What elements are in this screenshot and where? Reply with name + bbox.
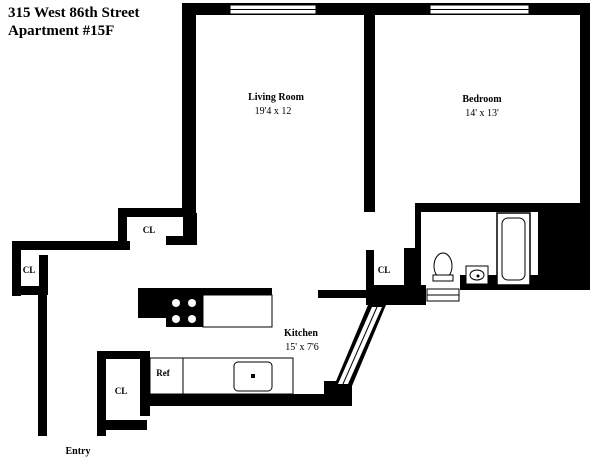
bedroom-dims: 14' x 13' — [465, 108, 499, 119]
address-title: 315 West 86th Street — [8, 5, 140, 21]
wall-living-left — [182, 3, 196, 213]
walls — [12, 3, 590, 436]
apartment-number: Apartment #15F — [8, 23, 114, 39]
kitchen-label: Kitchen — [284, 328, 318, 339]
wall-cl-bottom-top — [97, 351, 145, 359]
wall-cl-right-side — [404, 248, 417, 287]
kitchen-fixtures — [149, 294, 294, 395]
wall-bedroom-bottom — [415, 203, 590, 212]
closet-label-right: CL — [378, 265, 391, 275]
wall-counter-left-bottom — [138, 305, 168, 318]
island-counter — [202, 294, 273, 328]
wall-bath-left — [415, 212, 421, 287]
wall-living-bedroom-divider — [364, 15, 375, 212]
wall-cl-left — [118, 208, 127, 250]
living-room-label: Living Room — [248, 92, 305, 103]
wall-cl-right-bottom — [366, 285, 426, 305]
burner-icon — [188, 299, 196, 307]
stove — [166, 295, 203, 327]
kitchen-dims: 15' x 7'6 — [285, 342, 319, 353]
closet-label-entry: CL — [115, 386, 128, 396]
burner-icon — [172, 299, 180, 307]
wall-cl-right-left — [366, 250, 374, 305]
closet-label-top: CL — [143, 225, 156, 235]
living-room-dims: 19'4 x 12 — [255, 106, 292, 117]
wall-kitchen-stub — [318, 290, 368, 298]
wall-kitchen-bottom — [140, 394, 352, 406]
entry-label: Entry — [66, 446, 91, 457]
wall-cl-bottom-right — [140, 351, 150, 416]
wall-counter-top — [138, 288, 272, 295]
refrigerator-label: Ref — [156, 368, 170, 378]
wall-cl-top — [118, 208, 188, 217]
wall-hall-cl-right — [39, 255, 48, 295]
windows — [229, 4, 530, 15]
wall-entry-left — [38, 290, 47, 436]
wall-cl-bottom-bottom — [97, 420, 147, 430]
closet-label-hall: CL — [23, 265, 36, 275]
wall-hall-cl-bottom — [12, 286, 47, 295]
wic-label: WIC — [547, 236, 566, 246]
wall-right — [580, 3, 590, 210]
wall-hall-top — [12, 241, 130, 250]
bathroom-fixtures — [421, 212, 538, 302]
wall-cl-top-right — [166, 236, 197, 245]
burner-icon — [188, 315, 196, 323]
wall-hall-left — [12, 241, 21, 296]
bedroom-label: Bedroom — [462, 94, 502, 105]
kitchen-diagonal-window — [334, 305, 386, 386]
wall-entry-right — [97, 351, 106, 436]
wall-wic-left — [538, 212, 546, 277]
burner-icon — [172, 315, 180, 323]
